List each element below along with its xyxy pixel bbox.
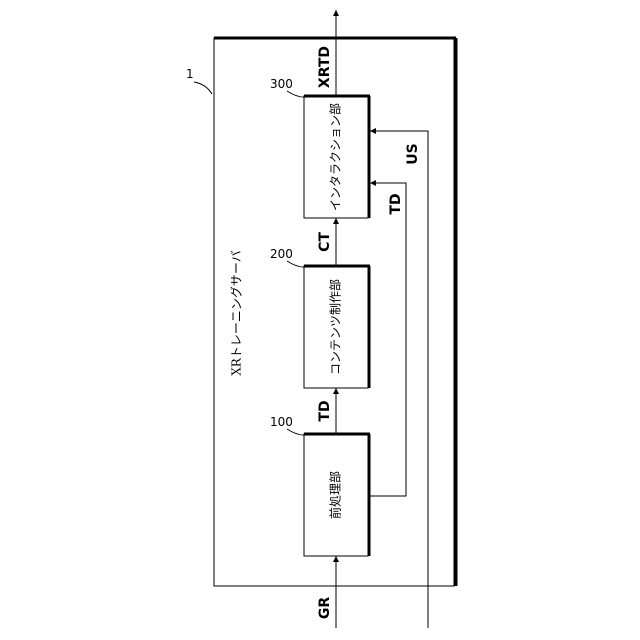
- ct-signal-label: CT: [317, 232, 333, 252]
- content-creation-block: コンテンツ制作部: [304, 266, 370, 388]
- server-ref-leader: [194, 82, 212, 94]
- td-feedback-arrow: [370, 183, 406, 496]
- content-creation-label: コンテンツ制作部: [328, 279, 343, 375]
- preprocessing-ref-number: 100: [270, 415, 293, 429]
- preprocessing-label: 前処理部: [328, 471, 343, 519]
- gr-signal-label: GR: [317, 597, 333, 619]
- interaction-block: インタラクション部: [304, 96, 370, 218]
- server-title: XRトレーニングサーバ: [230, 250, 244, 375]
- td-signal-label-1: TD: [317, 400, 333, 421]
- interaction-label: インタラクション部: [328, 103, 343, 211]
- preprocessing-ref-leader: [287, 429, 306, 435]
- interaction-ref-leader: [287, 91, 306, 97]
- interaction-ref-number: 300: [270, 77, 293, 91]
- preprocessing-block: 前処理部: [304, 434, 370, 556]
- server-ref-number: 1: [186, 67, 194, 81]
- xrtd-signal-label: XRTD: [317, 46, 333, 88]
- content-creation-ref-leader: [287, 261, 306, 267]
- us-signal-label: US: [405, 143, 421, 164]
- content-creation-ref-number: 200: [270, 247, 293, 261]
- td-signal-label-2: TD: [388, 193, 404, 214]
